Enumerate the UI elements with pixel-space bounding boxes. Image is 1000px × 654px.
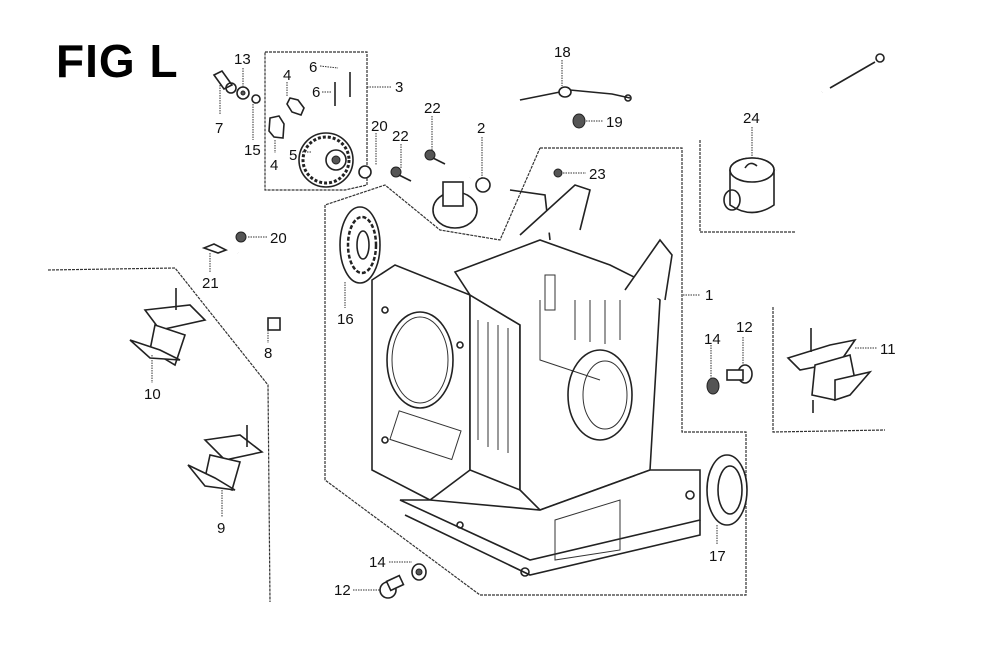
- washer-14-right[interactable]: [706, 377, 720, 395]
- callout-24: 24: [743, 110, 760, 127]
- callout-7: 7: [215, 120, 223, 137]
- bolt-22-lower[interactable]: [390, 166, 412, 182]
- group-bracket-left-mounts: [47, 267, 271, 603]
- bolt-12-right[interactable]: [726, 364, 753, 384]
- callout-2: 2: [477, 120, 485, 137]
- callout-1: 1: [705, 287, 713, 304]
- group-bracket-oil-alert: [699, 140, 795, 233]
- callout-13: 13: [234, 51, 251, 68]
- engine-mount-9[interactable]: [187, 425, 264, 492]
- nut-20-lower[interactable]: [235, 231, 247, 243]
- callout-19: 19: [606, 114, 623, 131]
- callout-23: 23: [589, 166, 606, 183]
- callout-12-right: 12: [736, 319, 753, 336]
- clip-21[interactable]: [201, 243, 228, 254]
- callout-11: 11: [880, 341, 896, 358]
- engine-mount-11[interactable]: [786, 328, 873, 413]
- callout-14-bottom: 14: [369, 554, 386, 571]
- callout-6-upper: 6: [309, 59, 317, 76]
- callout-20-upper: 20: [371, 118, 388, 135]
- callout-6-lower: 6: [312, 84, 320, 101]
- nut-23[interactable]: [553, 168, 563, 178]
- leader-lines: [151, 60, 877, 591]
- collar-19[interactable]: [572, 113, 586, 129]
- washer-14-bottom[interactable]: [411, 563, 427, 581]
- callout-14-right: 14: [704, 331, 721, 348]
- governor-gear[interactable]: [298, 132, 354, 188]
- bearing-16[interactable]: [339, 206, 381, 284]
- callout-10: 10: [144, 386, 161, 403]
- bolt-12-bottom[interactable]: [379, 574, 405, 599]
- washer-13[interactable]: [236, 86, 250, 100]
- engine-mount-10[interactable]: [129, 288, 207, 367]
- oil-level-switch[interactable]: [432, 91, 561, 229]
- group-bracket-governor: [264, 51, 368, 191]
- crankcase-body[interactable]: [371, 184, 701, 577]
- callout-18: 18: [554, 44, 571, 61]
- governor-shaft[interactable]: [212, 69, 237, 94]
- callout-15: 15: [244, 142, 261, 159]
- callout-21: 21: [202, 275, 219, 292]
- washer-20-upper[interactable]: [358, 165, 372, 179]
- figure-title: FIG L: [56, 35, 179, 87]
- callout-22-upper: 22: [424, 100, 441, 117]
- callout-4-lower: 4: [270, 157, 278, 174]
- callout-3: 3: [395, 79, 403, 96]
- callout-8: 8: [264, 345, 272, 362]
- governor-weight-upper[interactable]: [286, 97, 305, 116]
- oil-alert-unit[interactable]: [723, 53, 885, 214]
- wire-grommet-18[interactable]: [558, 86, 632, 102]
- oil-seal-17[interactable]: [706, 454, 748, 526]
- callout-17: 17: [709, 548, 726, 565]
- callout-22-lower: 22: [392, 128, 409, 145]
- group-bracket-mount-11: [772, 307, 886, 433]
- clip-15[interactable]: [251, 94, 261, 104]
- group-bracket-crankcase: [324, 147, 747, 596]
- callout-20-lower: 20: [270, 230, 287, 247]
- callout-5: 5: [289, 147, 297, 164]
- callout-12-bottom: 12: [334, 582, 351, 599]
- callout-4-upper: 4: [283, 67, 291, 84]
- governor-weight-lower[interactable]: [268, 115, 285, 139]
- breather-tube-8[interactable]: [236, 252, 281, 331]
- bolt-22-upper[interactable]: [424, 149, 446, 165]
- callout-9: 9: [217, 520, 225, 537]
- callout-16: 16: [337, 311, 354, 328]
